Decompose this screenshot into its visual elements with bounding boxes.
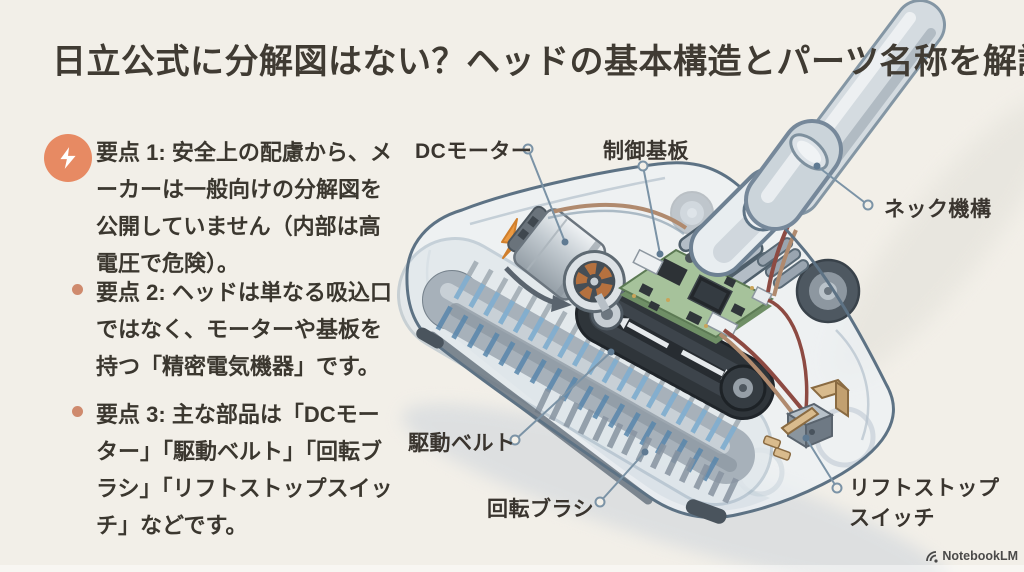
control-board-pcb xyxy=(618,248,774,344)
drive-belt xyxy=(575,282,775,420)
key-point-3: 要点 3: 主な部品は「DCモーター」「駆動ベルト」「回転ブラシ」「リフトストッ… xyxy=(96,396,398,544)
notebooklm-logo-icon xyxy=(926,550,938,563)
key-point-2-prefix: 要点 2: xyxy=(96,280,166,305)
footer-brand: NotebookLM xyxy=(925,549,1018,563)
key-point-1: 要点 1: 安全上の配慮から、メーカーは一般向けの分解図を公開していません（内部… xyxy=(96,134,398,282)
motor-shaft xyxy=(594,293,610,312)
label-neck-mechanism: ネック機構 xyxy=(884,198,992,221)
bullet-dot xyxy=(72,284,83,295)
label-lift-stop-switch: リフトストップ スイッチ xyxy=(849,477,1000,530)
bottom-strip xyxy=(0,565,1024,572)
side-wheel xyxy=(795,258,861,324)
leader-lines xyxy=(509,143,874,508)
key-point-3-prefix: 要点 3: xyxy=(96,402,166,427)
internal-wiring-top xyxy=(547,203,688,236)
label-dc-motor: DCモーター xyxy=(415,140,533,163)
label-control-board: 制御基板 xyxy=(603,140,689,163)
key-point-2-text: ヘッドは単なる吸込口ではなく、モーターや基板を持つ「精密電気機器」です。 xyxy=(96,280,392,379)
bolt-icon xyxy=(60,147,76,169)
bolt-badge xyxy=(44,134,92,182)
dc-motor xyxy=(507,205,626,314)
key-point-2: 要点 2: ヘッドは単なる吸込口ではなく、モーターや基板を持つ「精密電気機器」で… xyxy=(96,274,398,385)
key-point-1-prefix: 要点 1: xyxy=(96,140,166,165)
neck-mechanism xyxy=(689,119,843,277)
bullet-dot xyxy=(72,406,83,417)
label-rotating-brush: 回転ブラシ xyxy=(487,498,595,521)
airflow-arrow xyxy=(504,266,572,312)
brush-pulley xyxy=(719,364,767,412)
pcb-components xyxy=(632,248,773,339)
release-button xyxy=(789,133,829,171)
wiring-harness xyxy=(718,225,809,422)
feet xyxy=(416,327,727,524)
tube-shadow-band xyxy=(832,97,1024,379)
label-drive-belt: 駆動ベルト xyxy=(408,432,516,455)
key-point-3-text: 主な部品は「DCモーター」「駆動ベルト」「回転ブラシ」「リフトストップスイッチ」… xyxy=(96,402,393,538)
page-title: 日立公式に分解図はない？ヘッドの基本構造とパーツ名称を解説 xyxy=(52,43,1024,81)
footer-brand-text: NotebookLM xyxy=(942,549,1018,563)
key-point-1-text: 安全上の配慮から、メーカーは一般向けの分解図を公開していません（内部は高電圧で危… xyxy=(96,140,392,276)
